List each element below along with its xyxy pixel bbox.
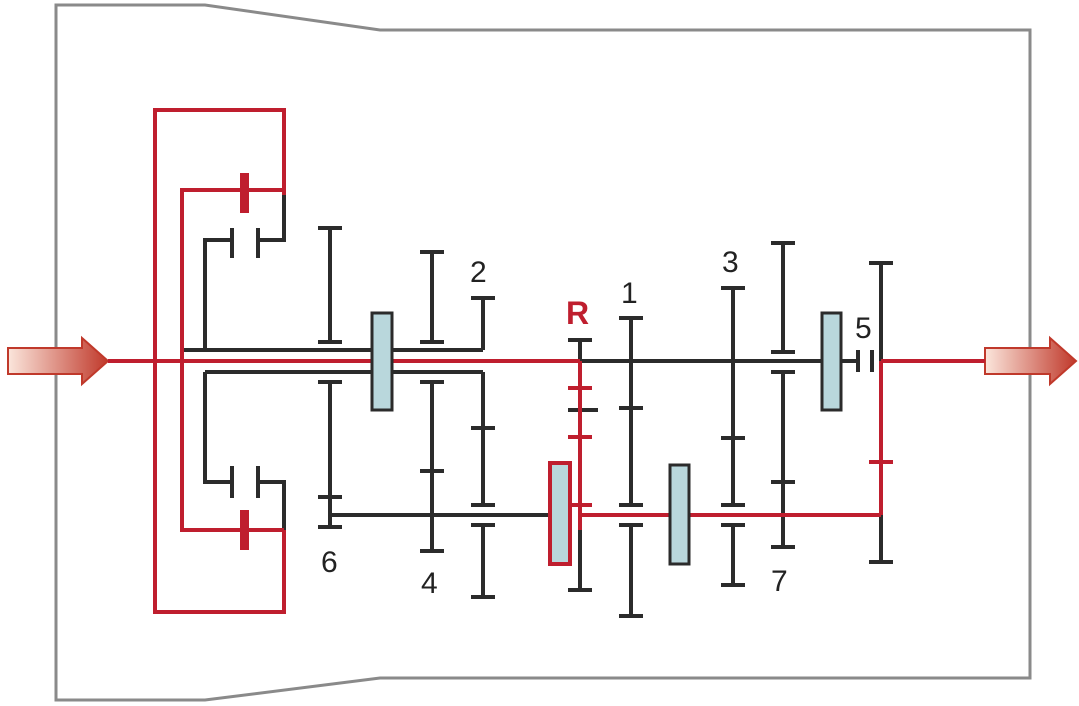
gear-label-1: 1 [621,277,638,310]
gear-label-2: 2 [470,256,487,289]
gearbox-housing [54,3,1032,702]
gear-label-3: 3 [722,246,739,279]
gear-label-7: 7 [771,565,788,598]
input-arrow [7,335,110,387]
upper-clutch-plate [240,173,249,213]
lower-clutch-plate [240,510,249,550]
synchronizer-7-5 [820,311,843,412]
output-arrow [984,335,1078,387]
gear-label-5: 5 [855,312,872,345]
inactive-drivetrain [182,195,893,618]
gear-label-4: 4 [421,567,438,600]
synchronizer-4-r [548,461,572,566]
gear-label-reverse: R [566,295,589,331]
synchronizer-1-3 [668,463,691,566]
gear-label-6: 6 [321,546,338,579]
synchronizer-6-2 [370,311,394,412]
